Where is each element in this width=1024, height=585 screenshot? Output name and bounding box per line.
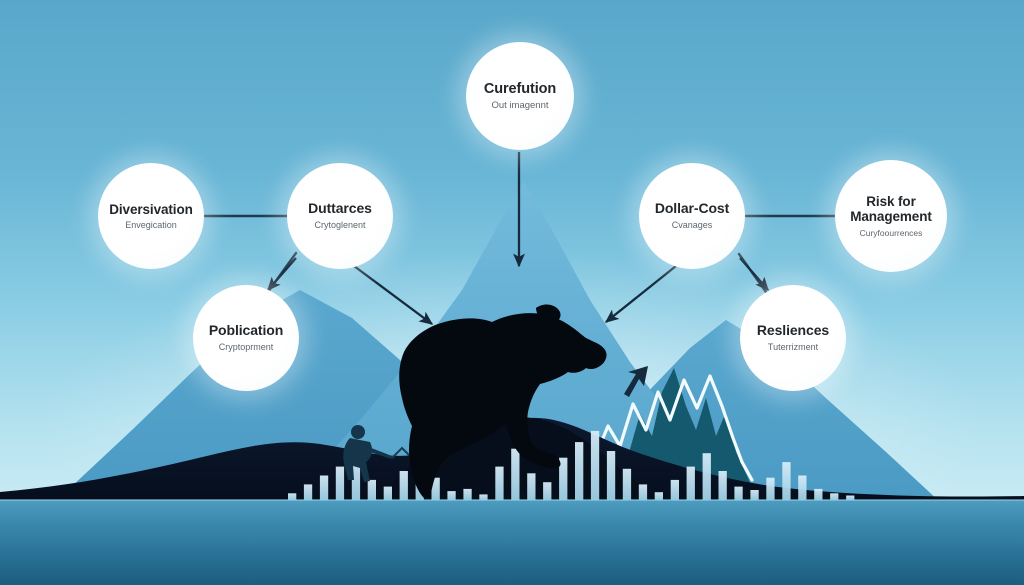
chart-bar xyxy=(447,491,456,500)
bubble-curefution[interactable]: Curefution Out imagennt xyxy=(466,42,574,150)
bubble-poblication-subtitle: Cryptoprment xyxy=(218,341,274,352)
chart-bar xyxy=(606,451,616,500)
chart-bar xyxy=(383,486,392,500)
chart-bar xyxy=(830,493,839,500)
bubble-curefution-title: Curefution xyxy=(483,80,557,97)
bubble-risk-management[interactable]: Risk for Management Curyfoourrences xyxy=(835,160,947,272)
upward-trend-arrow xyxy=(624,366,648,397)
chart-bar xyxy=(303,484,313,500)
arrow-dollarcost-to-slope xyxy=(604,265,677,323)
bubble-poblication[interactable]: Poblication Cryptoprment xyxy=(193,285,299,391)
chart-bar xyxy=(575,442,584,500)
bar-chart xyxy=(288,430,855,500)
bubble-resliences-title: Resliences xyxy=(756,322,830,339)
chart-bar xyxy=(431,477,440,500)
bear-silhouette xyxy=(399,304,607,498)
bubble-curefution-subtitle: Out imagennt xyxy=(491,99,549,111)
chart-bar xyxy=(622,468,632,500)
chart-bar xyxy=(543,482,552,500)
chart-bar xyxy=(702,453,711,500)
arrow-into-poblication xyxy=(267,257,297,292)
chart-bar xyxy=(670,479,679,500)
chart-bar xyxy=(367,479,376,500)
bubble-risk-management-subtitle: Curyfoourrences xyxy=(859,227,923,238)
bubble-duttarces-subtitle: Crytoglenent xyxy=(314,219,366,230)
chart-bar xyxy=(638,484,648,500)
chart-bar xyxy=(351,455,361,500)
bubble-poblication-title: Poblication xyxy=(208,322,284,339)
chart-bar xyxy=(750,490,759,500)
chart-bar xyxy=(718,471,727,500)
bubble-duttarces[interactable]: Duttarces Crytoglenent xyxy=(287,163,393,269)
chart-bar xyxy=(814,488,823,500)
water-surface xyxy=(0,500,1024,585)
arrow-duttarces-to-slope xyxy=(353,265,434,325)
bubble-resliences-subtitle: Tuterrizment xyxy=(767,341,819,352)
chart-bar xyxy=(335,466,345,500)
chart-bar xyxy=(846,495,855,500)
chart-bar xyxy=(559,457,568,500)
bubble-diversivation[interactable]: Diversivation Envegication xyxy=(98,163,204,269)
chart-bar xyxy=(590,430,600,500)
arrow-into-resliences xyxy=(739,257,769,292)
chart-bar xyxy=(495,466,504,500)
chart-bar xyxy=(766,477,775,500)
bubble-diversivation-subtitle: Envegication xyxy=(125,219,177,230)
chart-bar xyxy=(511,448,520,500)
chart-bar xyxy=(798,475,807,500)
bubble-diversivation-title: Diversivation xyxy=(109,201,193,217)
chart-bar xyxy=(399,471,408,500)
chart-bar xyxy=(654,492,663,500)
chart-bar xyxy=(463,488,472,500)
bubble-resliences[interactable]: Resliences Tuterrizment xyxy=(740,285,846,391)
chart-bar xyxy=(686,466,695,500)
bubble-risk-management-title: Risk for Management xyxy=(850,194,932,225)
chart-bar xyxy=(734,486,743,500)
bubble-dollarcost-title: Dollar-Cost xyxy=(654,200,730,217)
chart-bar xyxy=(288,493,297,500)
bubble-duttarces-title: Duttarces xyxy=(308,200,372,217)
horizon-line xyxy=(0,499,1024,501)
chart-bar xyxy=(527,473,536,500)
miner-silhouette xyxy=(343,425,392,482)
chart-bar xyxy=(319,475,329,500)
chart-bar xyxy=(782,462,791,500)
bubble-dollarcost-subtitle: Cvanages xyxy=(671,219,713,230)
chart-bar xyxy=(479,494,488,500)
bubble-dollarcost[interactable]: Dollar-Cost Cvanages xyxy=(639,163,745,269)
